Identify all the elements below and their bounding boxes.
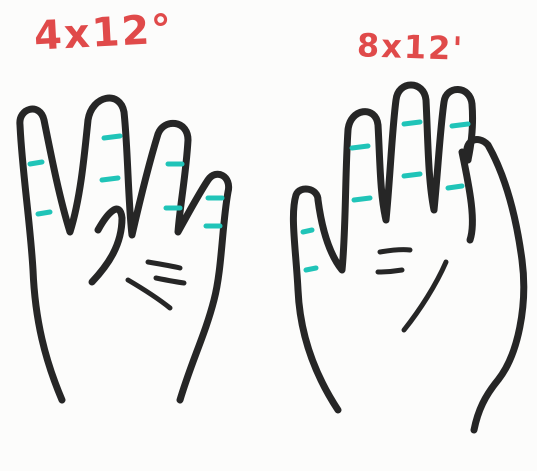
finger-segment-mark: [354, 198, 370, 200]
right-hand: [293, 85, 523, 430]
finger-segment-mark: [404, 122, 420, 124]
left-palm-crease: [148, 262, 180, 268]
right-thumb-outline: [467, 140, 524, 430]
finger-segment-mark: [303, 230, 312, 232]
finger-segment-mark: [448, 186, 462, 188]
right-hand-outline: [293, 85, 472, 410]
left-hand: [20, 98, 229, 400]
right-palm-crease: [404, 262, 446, 330]
finger-segment-mark: [38, 212, 50, 214]
finger-segment-mark: [306, 268, 316, 270]
finger-segment-mark: [404, 174, 420, 176]
finger-segment-mark: [104, 136, 120, 138]
left-palm-crease: [156, 278, 184, 283]
right-palm-crease: [380, 250, 410, 252]
finger-segment-mark: [352, 146, 368, 148]
finger-segment-mark: [102, 178, 118, 180]
finger-segment-mark: [452, 124, 468, 126]
left-hand-outline: [20, 98, 229, 400]
right-thumb-inner: [462, 152, 472, 240]
left-palm-crease: [128, 280, 170, 308]
finger-segment-mark: [30, 162, 42, 164]
left-thumb-outline: [92, 209, 122, 282]
right-palm-crease: [378, 270, 402, 272]
